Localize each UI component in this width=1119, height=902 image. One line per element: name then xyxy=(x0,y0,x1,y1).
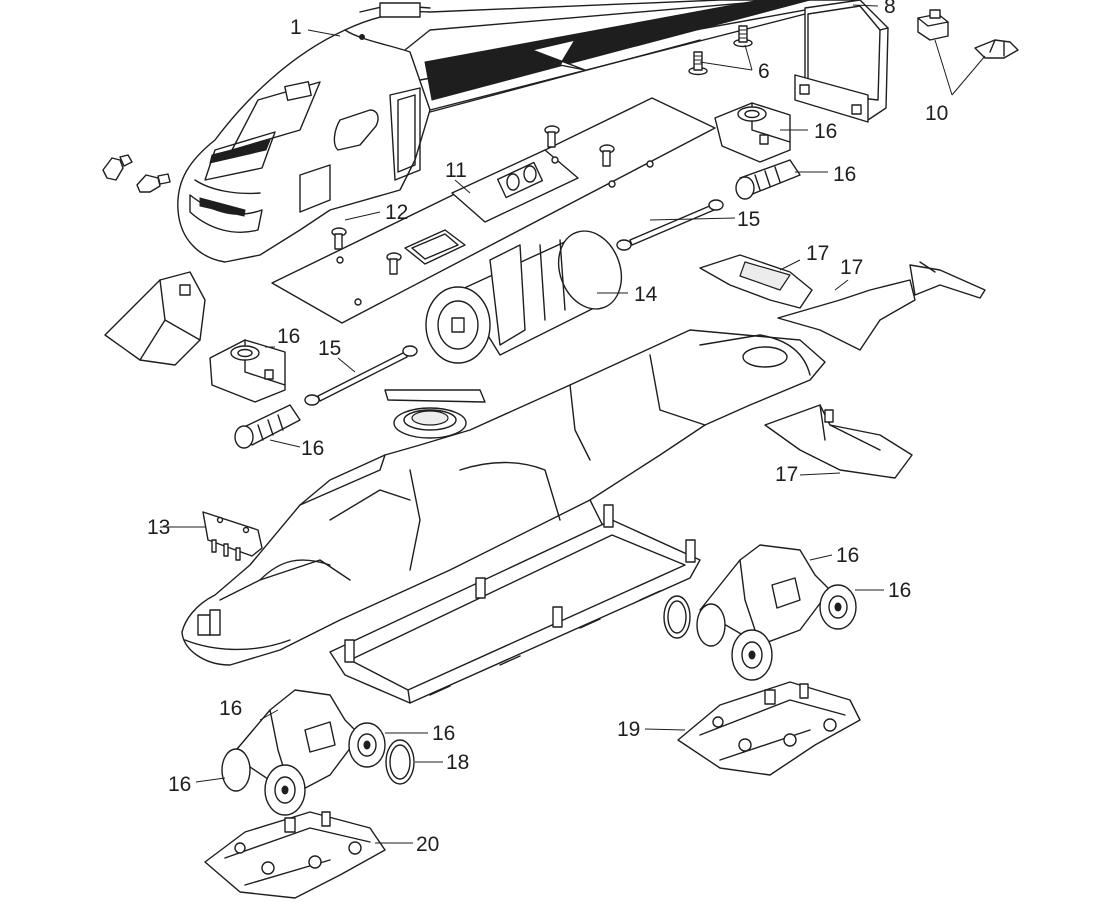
part-bogie-right xyxy=(696,544,857,681)
callout-14: 14 xyxy=(634,283,658,306)
part-connectors-10 xyxy=(917,9,1019,59)
part-body-shell xyxy=(177,0,861,263)
part-coupling-17-c xyxy=(764,404,913,479)
callout-18: 18 xyxy=(446,751,469,774)
part-contact-plate-13 xyxy=(202,511,263,561)
callout-11: 11 xyxy=(445,159,467,182)
callout-8: 8 xyxy=(884,0,896,18)
part-small-clips xyxy=(102,154,171,193)
callout-16-bogie-right-wheel: 16 xyxy=(888,579,911,602)
callout-17-c: 17 xyxy=(775,463,798,486)
part-nose-cover xyxy=(104,271,206,366)
part-bracket-bar xyxy=(384,389,486,403)
part-bogie-left xyxy=(221,689,386,816)
part-coupling-17-b xyxy=(777,261,986,351)
part-shaft-15-upper xyxy=(616,199,724,251)
callout-17-a: 17 xyxy=(806,242,829,265)
callout-13: 13 xyxy=(147,516,170,539)
part-flywheel-ring xyxy=(393,407,467,439)
part-coupling-17-a xyxy=(699,254,813,309)
part-screws-12 xyxy=(331,125,615,275)
part-chassis xyxy=(181,329,826,666)
callout-17-b: 17 xyxy=(840,256,863,279)
part-cover-8 xyxy=(794,0,889,123)
callout-16-bogie-left-wheel: 16 xyxy=(432,722,455,745)
callout-16-worm-top: 16 xyxy=(833,163,856,186)
part-worm-housing-16-left xyxy=(209,339,286,403)
part-bogie-frame-20 xyxy=(204,811,386,899)
part-bottom-tray xyxy=(329,504,701,704)
callout-10: 10 xyxy=(925,102,948,125)
part-motor-14 xyxy=(425,230,623,364)
callout-12: 12 xyxy=(385,201,408,224)
part-traction-ring-a xyxy=(663,595,691,639)
part-worm-housing-16-top xyxy=(714,102,791,163)
part-worm-16-left xyxy=(234,404,301,449)
callout-15-upper: 15 xyxy=(737,208,760,231)
callout-16-bogie-left-rear: 16 xyxy=(168,773,191,796)
callout-16-bogie-right-top: 16 xyxy=(836,544,859,567)
callout-6: 6 xyxy=(758,60,770,83)
part-bogie-frame-19 xyxy=(677,681,861,776)
callout-1: 1 xyxy=(290,16,302,39)
part-worm-16-top xyxy=(735,159,801,200)
leader-lines xyxy=(160,4,986,844)
part-traction-ring-18 xyxy=(385,739,415,785)
callout-20: 20 xyxy=(416,833,439,856)
part-screws-6 xyxy=(688,25,753,76)
callout-15-lower: 15 xyxy=(318,337,341,360)
part-shaft-15-lower xyxy=(304,345,418,406)
callout-16-worm-left: 16 xyxy=(301,437,324,460)
callout-16-housing-top: 16 xyxy=(814,120,837,143)
callout-16-housing-left: 16 xyxy=(277,325,300,348)
callout-16-bogie-left-top: 16 xyxy=(219,697,242,720)
callout-19: 19 xyxy=(617,718,640,741)
callout-labels: 1 6 8 10 11 12 13 14 15 15 16 16 16 16 1… xyxy=(147,0,948,856)
